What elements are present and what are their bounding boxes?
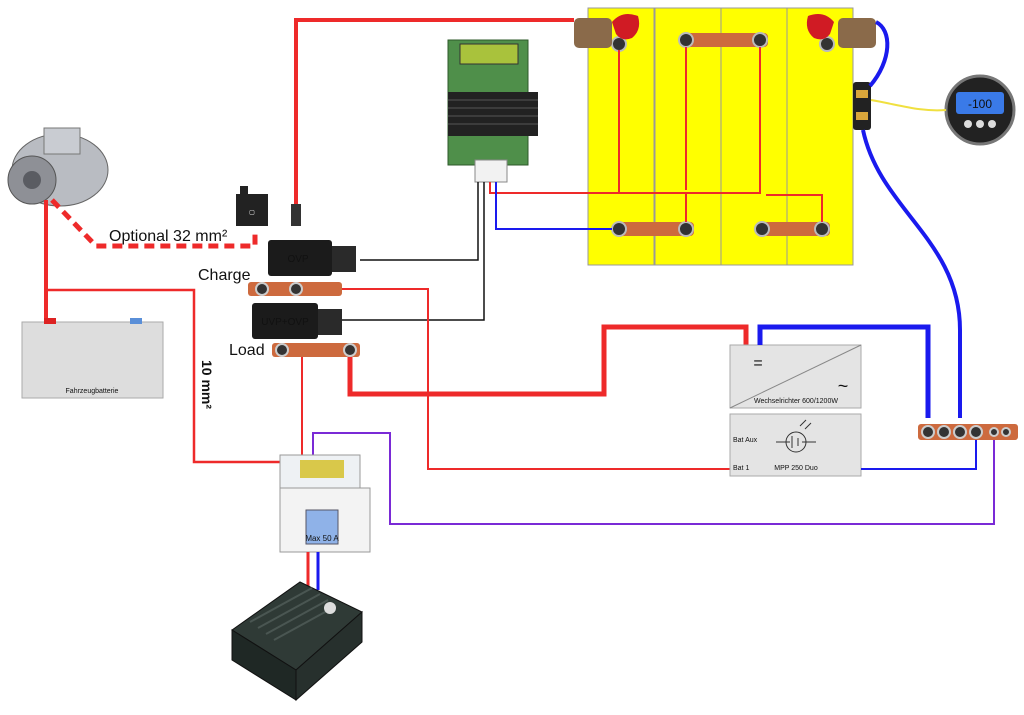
bms-controller (447, 39, 538, 183)
inverter-dc-symbol: = (753, 355, 762, 372)
relay: ▢ (236, 186, 268, 226)
aux-cable (312, 432, 995, 525)
terminal (754, 221, 770, 237)
inverter-positive-cable (347, 324, 749, 397)
fuse-box: Max 50 A (279, 454, 371, 553)
battery-bank (574, 7, 876, 266)
optional-cable-label: Optional 32 mm² (109, 228, 228, 245)
busbar-top (680, 33, 768, 47)
starter-battery-negative (130, 318, 142, 324)
uvp-ovp-label: UVP+OVP (261, 317, 309, 328)
battery-negative-cable (868, 20, 890, 88)
monitor-cable (870, 99, 947, 112)
solar-panel-icon (776, 419, 816, 453)
svg-text:▢: ▢ (249, 210, 255, 216)
terminal-cap-icon (612, 14, 640, 40)
bms-connector (474, 159, 508, 183)
uvp-ovp-module: UVP+OVP (252, 303, 342, 339)
cable-size-label: 10 mm² (199, 360, 215, 409)
bms-lcd (459, 43, 519, 65)
optional-cable (50, 198, 258, 249)
monitor-screen (956, 92, 1004, 114)
cable-lug (291, 204, 301, 226)
solar-charger-label: MPP 250 Duo (774, 465, 818, 472)
busbar-bottom-left (614, 222, 694, 236)
fuse-box-rating: Max 50 A (305, 534, 339, 543)
fuse-row (300, 460, 344, 478)
starter-battery: Fahrzeugbatterie (21, 318, 164, 399)
solar-charger: Bat Aux Bat 1 MPP 250 Duo (729, 413, 862, 477)
busbar-bottom-right (758, 222, 830, 236)
main-positive-cable (294, 18, 574, 208)
charge-label: Charge (198, 267, 251, 284)
ovp-module: OVP (268, 240, 356, 276)
monitor-button (964, 120, 972, 128)
battery-positive-post (574, 14, 640, 48)
alternator (7, 127, 109, 207)
monitor-button (976, 120, 984, 128)
terminal-cap-icon (806, 14, 834, 40)
shunt-to-busbar-cable (861, 129, 962, 418)
battery-shunt (853, 82, 871, 130)
bat-aux-label: Bat Aux (733, 437, 758, 444)
bat-1-label: Bat 1 (733, 465, 749, 472)
load-busbar (272, 343, 360, 357)
monitor-readout: -100 (968, 97, 992, 111)
inverter-ac-symbol: ~ (838, 376, 849, 396)
battery-negative-post (806, 14, 876, 48)
terminal (752, 32, 768, 48)
terminal (611, 221, 627, 237)
inverter: = ~ Wechselrichter 600/1200W (729, 344, 862, 409)
terminal (678, 32, 694, 48)
ovp-label: OVP (287, 254, 308, 265)
battery-monitor: -100 (944, 74, 1016, 146)
monitor-button (988, 120, 996, 128)
starter-battery-positive (44, 318, 56, 324)
terminal (678, 221, 694, 237)
bms-heatsink (448, 92, 538, 136)
inverter-label: Wechselrichter 600/1200W (754, 398, 838, 405)
load-label: Load (229, 342, 265, 359)
starter-battery-label: Fahrzeugbatterie (66, 388, 119, 395)
battery-charger (231, 581, 363, 702)
terminal (814, 221, 830, 237)
inverter-negative-cable (757, 324, 931, 418)
